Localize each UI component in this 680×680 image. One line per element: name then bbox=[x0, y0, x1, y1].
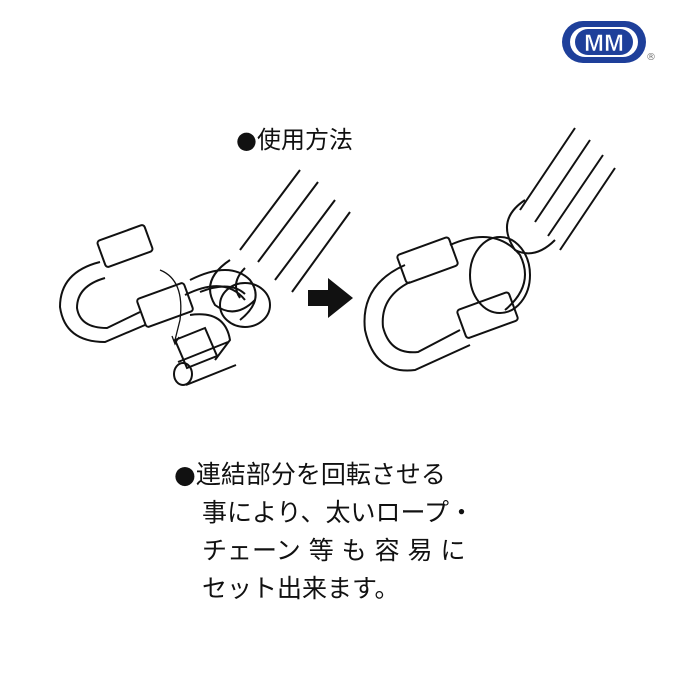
closed-shackle bbox=[363, 236, 526, 372]
description-line: 事により、太いロープ・ bbox=[202, 498, 475, 527]
description-line: ●連結部分を回転させる bbox=[174, 460, 446, 489]
brand-logo: MM bbox=[562, 21, 646, 63]
description-line: セット出来ます。 bbox=[202, 574, 400, 603]
chain-left bbox=[189, 169, 351, 328]
chain-right bbox=[469, 127, 616, 314]
description-line: チェーン 等 も 容 易 に bbox=[202, 536, 466, 565]
registered-mark: ® bbox=[646, 52, 656, 63]
right-arrow-icon bbox=[308, 278, 353, 318]
usage-title: ●使用方法 bbox=[236, 126, 353, 154]
open-shackle bbox=[58, 224, 246, 386]
description-text: ●連結部分を回転させる 事により、太いロープ・ チェーン 等 も 容 易 に セ… bbox=[174, 456, 474, 608]
svg-text:MM: MM bbox=[584, 30, 624, 57]
